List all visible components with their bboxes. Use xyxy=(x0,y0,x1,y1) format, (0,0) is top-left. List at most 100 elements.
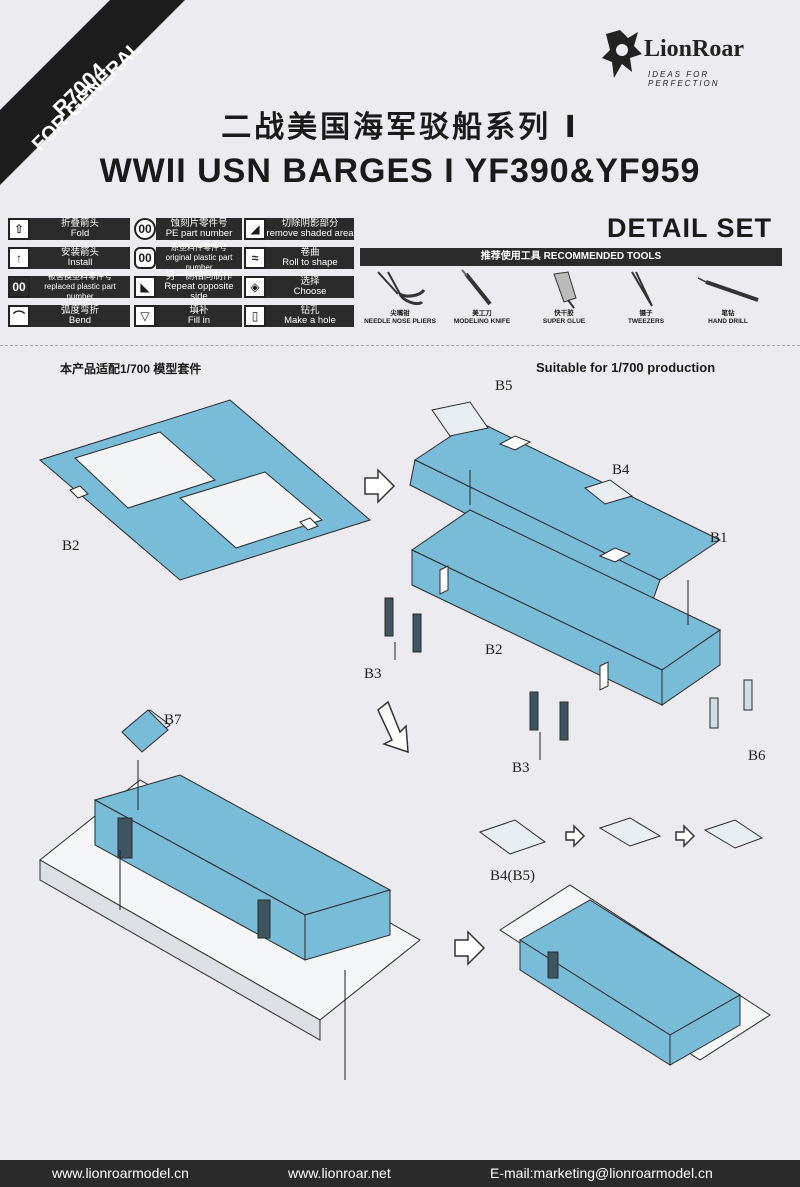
legend-cn: 蚀刻片零件号 xyxy=(170,218,228,229)
part-b6-panel xyxy=(709,697,719,729)
part-b2-hull xyxy=(411,509,721,706)
cut-shaded-icon: ◢ xyxy=(244,218,266,240)
label-b2-flat: B2 xyxy=(62,538,80,554)
title-english: WWII USN BARGES I YF390&YF959 xyxy=(99,152,701,190)
drill-hole-icon: ▯ xyxy=(244,305,266,327)
legend-cn: 被替换塑料零件号 xyxy=(48,272,112,281)
label-b6: B6 xyxy=(748,748,766,764)
legend-cn: 切除阴影部分 xyxy=(281,218,339,229)
tool-label-cn: 镊子 xyxy=(639,310,653,317)
install-lines xyxy=(119,470,689,1080)
b4-step-2 xyxy=(598,817,662,847)
repeat-opposite-icon: ◣ xyxy=(134,276,156,298)
title-chinese: 二战美国海军驳船系列 I xyxy=(221,110,579,145)
next-step-arrow-icon xyxy=(675,824,696,848)
email-link[interactable]: E-mail:marketing@lionroarmodel.cn xyxy=(490,1165,713,1181)
tweezers-icon xyxy=(631,271,653,307)
label-b7: B7 xyxy=(164,712,182,728)
label-b4-b5: B4(B5) xyxy=(490,868,535,884)
legend-en: remove shaded area xyxy=(266,228,354,239)
part-b2-flat xyxy=(38,399,372,581)
plastic-part-number-icon: 00 xyxy=(134,247,156,269)
b4-step-3 xyxy=(703,819,764,849)
next-step-arrow-icon xyxy=(565,824,586,848)
part-b7 xyxy=(121,709,169,753)
legend-cn: 折叠箭头 xyxy=(60,218,99,229)
legend-cn: 弧度弯折 xyxy=(60,305,99,316)
corner-banner: R7004 FOR GENERAL xyxy=(0,0,185,185)
assembled-barge-small xyxy=(499,884,771,1066)
knife-icon xyxy=(461,269,492,306)
part-b6-panel xyxy=(743,679,753,711)
legend-en: Fill in xyxy=(187,315,211,326)
choose-icon: ◈ xyxy=(244,276,266,298)
next-step-arrow-icon xyxy=(454,930,486,966)
part-b3-door xyxy=(412,613,422,653)
next-step-arrow-icon xyxy=(364,468,396,504)
tool-label-en: TWEEZERS xyxy=(627,318,665,325)
tool-label-cn: 笔钻 xyxy=(721,310,735,317)
assembly-diagram: B5 B4 B1 B2 B2 B3 B3 B6 B7 B4(B5) xyxy=(38,380,771,1080)
section-divider xyxy=(0,345,800,346)
tool-label-en: SUPER GLUE xyxy=(542,318,586,325)
part-b3-door xyxy=(529,691,539,731)
suitable-scale-cn: 本产品适配1/700 模型套件 xyxy=(60,362,202,376)
label-b1: B1 xyxy=(710,530,728,546)
tool-label-en: NEEDLE NOSE PLIERS xyxy=(364,318,436,325)
legend-cn: 选择 xyxy=(300,276,320,287)
tools-header: 推荐使用工具 RECOMMENDED TOOLS xyxy=(360,248,782,266)
brand-logo: LionRoar IDEAS FOR PERFECTION xyxy=(598,28,778,88)
legend-en: original plastic part number xyxy=(165,253,233,272)
replaced-part-icon: 00 xyxy=(8,276,30,298)
next-step-arrow-icon xyxy=(377,700,409,754)
tool-label-en: MODELING KNIFE xyxy=(453,318,511,325)
brand-name: LionRoar xyxy=(644,36,745,62)
legend-cn: 钻孔 xyxy=(300,305,320,316)
tool-label-cn: 尖嘴钳 xyxy=(390,310,410,317)
suitable-scale-en: Suitable for 1/700 production xyxy=(536,360,716,375)
arc-bend-icon: ⌒ xyxy=(8,305,30,327)
label-b3-right: B3 xyxy=(512,760,530,776)
hand-drill-icon xyxy=(697,277,759,302)
label-b5: B5 xyxy=(495,380,513,394)
legend-en: Fold xyxy=(70,228,90,239)
roll-shape-icon: ≈ xyxy=(244,247,266,269)
label-b3-left: B3 xyxy=(364,666,382,682)
part-b5 xyxy=(431,401,489,437)
detail-set-heading: DETAIL SET xyxy=(606,213,772,243)
legend-en: Choose xyxy=(293,286,327,297)
tool-label-en: HAND DRILL xyxy=(708,318,748,325)
legend-cn: 原塑料件零件号 xyxy=(171,243,227,252)
pliers-icon xyxy=(377,271,426,306)
legend-en: Repeat opposite side xyxy=(164,281,234,302)
legend-en: Bend xyxy=(68,315,92,326)
label-b2-hull: B2 xyxy=(485,642,503,658)
legend-cn: 填补 xyxy=(189,305,209,316)
assembled-barge-large xyxy=(39,709,421,1041)
footer-bar: www.lionroarmodel.cn www.lionroar.net E-… xyxy=(0,1160,800,1187)
legend-en: PE part number xyxy=(165,228,233,239)
legend-en: replaced plastic part number xyxy=(44,282,116,301)
website-link-1[interactable]: www.lionroarmodel.cn xyxy=(52,1165,189,1181)
website-link-2[interactable]: www.lionroar.net xyxy=(288,1165,391,1181)
b4-step-1 xyxy=(478,819,547,855)
glue-icon xyxy=(553,271,577,309)
tool-label-cn: 快干胶 xyxy=(554,310,574,317)
